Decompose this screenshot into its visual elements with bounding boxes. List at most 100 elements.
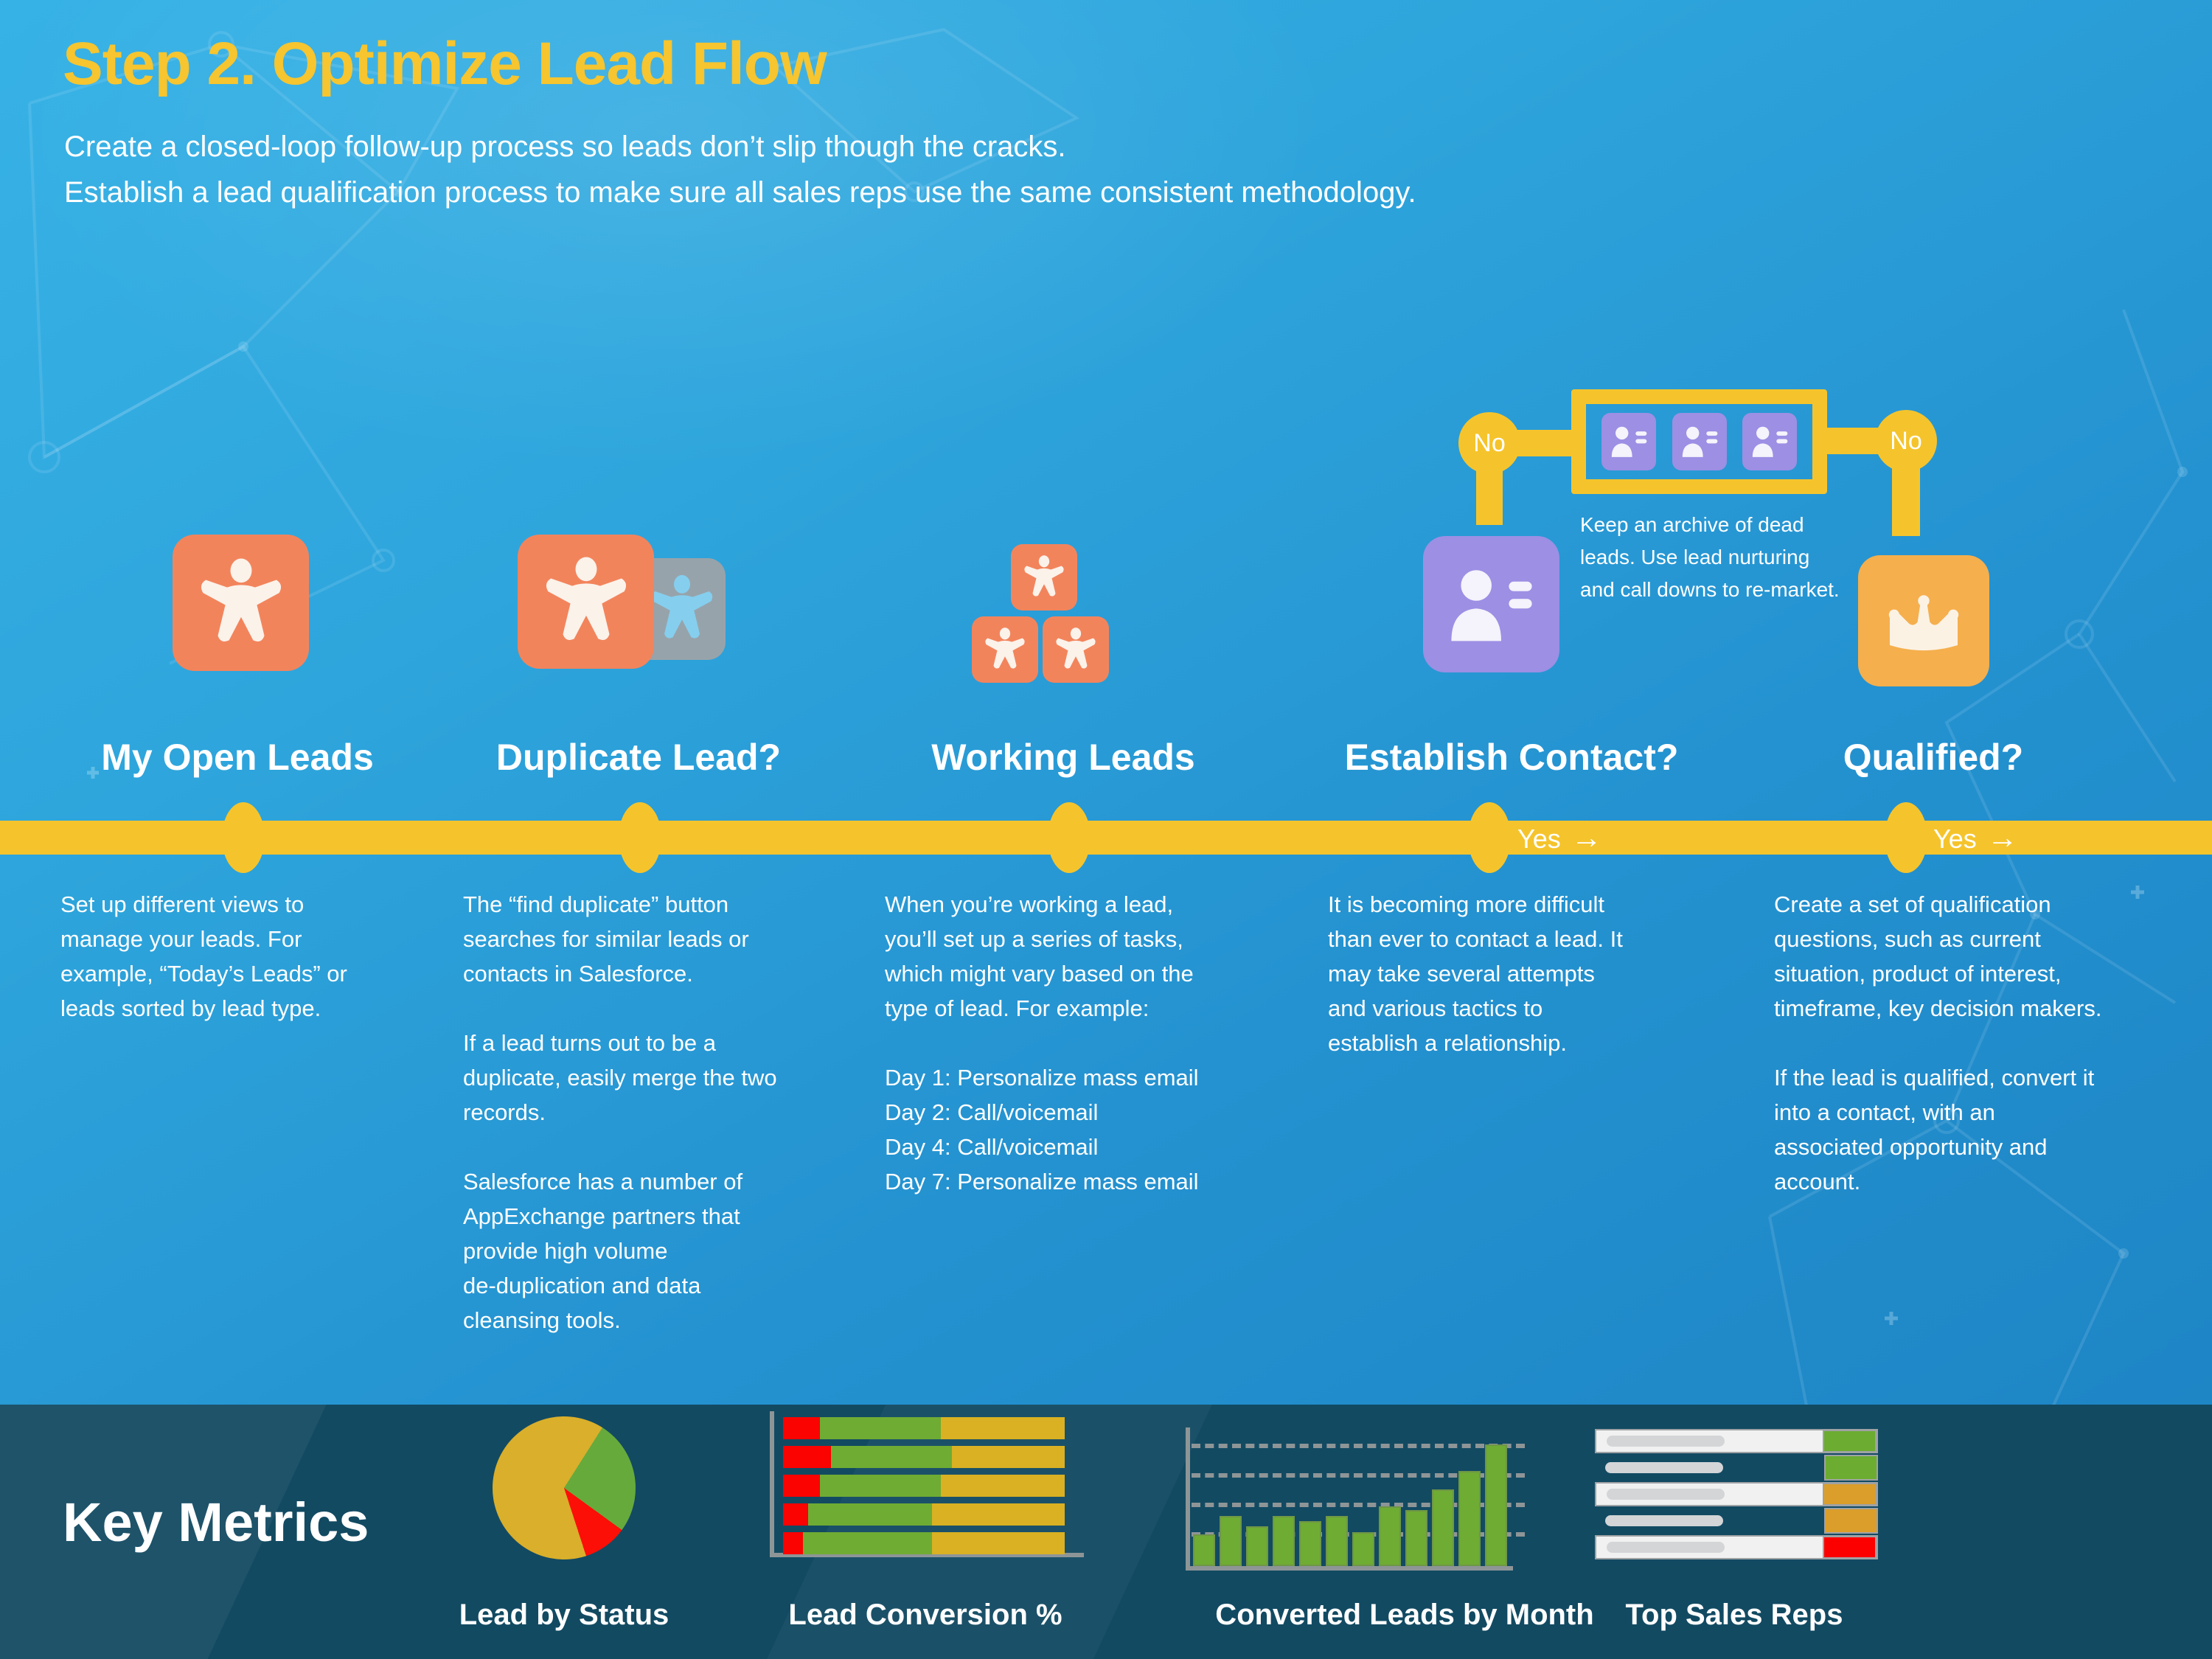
rep-row [1595, 1508, 1878, 1534]
stacked-bar-chart [783, 1417, 1065, 1554]
rep-row [1595, 1429, 1878, 1453]
timeline-dot-2 [619, 802, 661, 873]
no-node-left: No [1458, 412, 1520, 474]
bar-segment-green [802, 1532, 933, 1554]
yes-arrow-icon: → [1986, 820, 2018, 855]
rep-row [1595, 1455, 1878, 1481]
lead-person-icon [201, 558, 281, 641]
rep-name-placeholder [1607, 1489, 1725, 1500]
stage-desc-qualified: Create a set of qualification questions,… [1774, 891, 2102, 1194]
key-metrics-heading: Key Metrics [63, 1492, 369, 1553]
bar-segment-green [808, 1503, 933, 1526]
contact-card-icon [1752, 426, 1788, 457]
bar-segment-yellow [932, 1503, 1065, 1526]
bar [1432, 1489, 1454, 1566]
yes-label-qualified: Yes → [1933, 820, 2018, 855]
stage-title-working-leads: Working Leads [931, 737, 1195, 778]
lead-person-icon [1024, 555, 1064, 597]
duplicate-lead-card [518, 535, 654, 669]
bar [1220, 1516, 1242, 1566]
stage-title-my-open-leads: My Open Leads [101, 737, 374, 778]
bar-segment-yellow [952, 1446, 1065, 1468]
stage-title-qualified: Qualified? [1843, 737, 2024, 778]
rep-name-placeholder [1605, 1462, 1723, 1473]
bar [1379, 1506, 1401, 1566]
establish-contact-card [1423, 536, 1559, 672]
timeline-dot-5 [1885, 802, 1927, 873]
status-square-red [1823, 1536, 1877, 1559]
yes-arrow-icon: → [1571, 820, 1602, 855]
timeline-dot-4 [1468, 802, 1511, 873]
status-square-green [1824, 1455, 1878, 1481]
bar [1246, 1526, 1268, 1566]
bar [1458, 1471, 1481, 1566]
stacked-bar [783, 1417, 1065, 1439]
bar-segment-green [819, 1475, 941, 1497]
contact-card-icon [1682, 426, 1717, 457]
no-node-right: No [1875, 410, 1937, 472]
rep-name-placeholder [1605, 1515, 1723, 1526]
chart-caption-converted-leads: Converted Leads by Month [1215, 1599, 1594, 1631]
bar-segment-red [783, 1446, 831, 1468]
stacked-bar [783, 1475, 1065, 1497]
chart-caption-lead-by-status: Lead by Status [459, 1599, 669, 1631]
monthly-chart-x-axis [1186, 1566, 1513, 1571]
bar [1193, 1534, 1215, 1566]
stacked-bar [783, 1503, 1065, 1526]
lead-person-icon [1056, 627, 1096, 669]
stacked-bar [783, 1532, 1065, 1554]
gridline [1192, 1473, 1525, 1478]
archived-lead-card [1742, 413, 1797, 470]
stage-desc-my-open-leads: Set up different views to manage your le… [60, 891, 347, 1021]
bar [1326, 1516, 1348, 1566]
bars [1193, 1444, 1507, 1566]
working-lead-box-left [972, 616, 1038, 683]
stage-title-duplicate-lead: Duplicate Lead? [495, 737, 782, 778]
rep-name-placeholder [1607, 1436, 1725, 1447]
bar-segment-red [783, 1417, 820, 1439]
stage-desc-working-leads: When you’re working a lead, you’ll set u… [885, 891, 1199, 1194]
stacked-bar [783, 1446, 1065, 1468]
rep-row [1595, 1482, 1878, 1506]
bar-segment-yellow [940, 1417, 1065, 1439]
bar-segment-yellow [940, 1475, 1065, 1497]
my-open-leads-card [173, 535, 309, 671]
timeline-dot-1 [222, 802, 265, 873]
no-label-right: No [1890, 426, 1922, 455]
bar [1405, 1510, 1427, 1566]
chart-caption-lead-conversion: Lead Conversion % [788, 1599, 1062, 1631]
archive-note: Keep an archive of dead leads. Use lead … [1580, 513, 1840, 601]
bar [1299, 1521, 1321, 1566]
stage-desc-establish-contact: It is becoming more difficult than ever … [1328, 891, 1623, 1056]
working-lead-box-right [1043, 616, 1109, 683]
monthly-chart-y-axis [1186, 1427, 1190, 1571]
crown-icon [1888, 595, 1959, 651]
sales-rep-table [1595, 1429, 1878, 1562]
yes-text: Yes [1933, 824, 1977, 854]
bar-segment-red [783, 1475, 820, 1497]
qualified-card [1858, 555, 1989, 686]
subtitle-line-1: Create a closed-loop follow-up process s… [64, 131, 1066, 163]
bar [1352, 1532, 1374, 1566]
bar-segment-green [819, 1417, 941, 1439]
working-lead-box-top [1011, 544, 1077, 611]
stacked-chart-y-axis [770, 1411, 774, 1557]
gridline [1192, 1503, 1525, 1507]
pie-chart [493, 1416, 636, 1559]
stacked-chart-x-axis [770, 1553, 1084, 1557]
contact-card-icon [1612, 426, 1647, 457]
dead-leads-archive-box [1571, 389, 1827, 494]
gridline [1192, 1444, 1525, 1448]
archived-lead-card [1672, 413, 1727, 470]
bar-segment-red [783, 1503, 809, 1526]
rep-name-placeholder [1607, 1542, 1725, 1553]
no-label-left: No [1473, 428, 1506, 457]
archived-lead-card [1601, 413, 1657, 470]
lead-person-icon [985, 627, 1025, 669]
chart-caption-top-sales-reps: Top Sales Reps [1625, 1599, 1843, 1631]
bar-segment-green [830, 1446, 953, 1468]
bar [1485, 1444, 1507, 1566]
monthly-bar-chart [1192, 1430, 1525, 1566]
stage-desc-duplicate-lead: The “find duplicate” button searches for… [463, 891, 777, 1333]
timeline-dot-3 [1048, 802, 1091, 873]
